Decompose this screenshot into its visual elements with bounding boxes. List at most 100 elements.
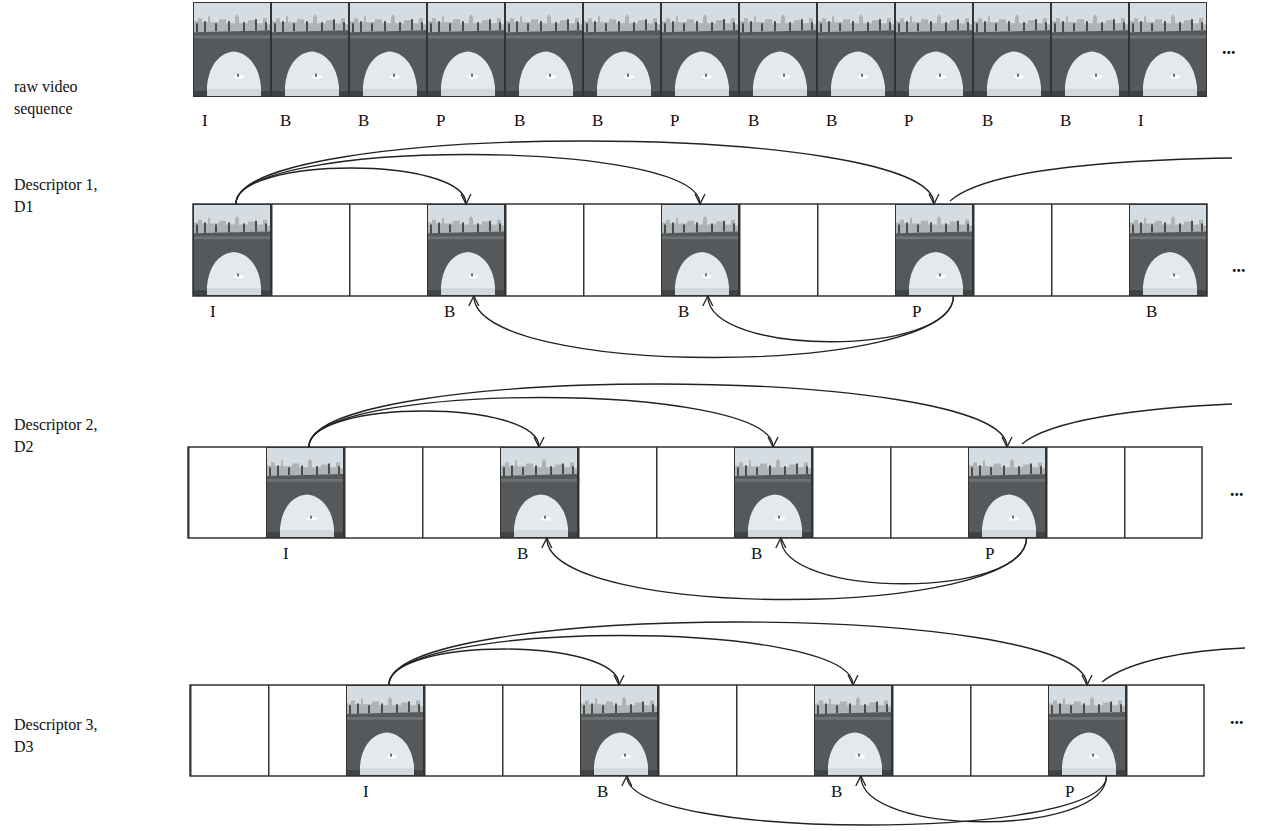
frame-type-label: B: [831, 782, 842, 801]
video-frame: P: [968, 447, 1046, 538]
bridge-photo: [968, 447, 1046, 538]
bridge-photo: [193, 2, 271, 97]
frame-type-label: P: [670, 111, 679, 130]
bridge-photo: [1048, 685, 1126, 776]
frame-type-label: B: [597, 782, 608, 801]
video-frame: B: [583, 2, 661, 97]
frame-type-label: B: [514, 111, 525, 130]
bridge-photo: [1129, 2, 1207, 97]
video-frame: B: [973, 2, 1051, 97]
video-frame: I: [193, 204, 271, 296]
frame-type-label: B: [444, 302, 455, 321]
continuation-line: [1102, 648, 1245, 682]
video-frame: B: [505, 2, 583, 97]
video-frame: B: [739, 2, 817, 97]
bridge-photo: [266, 447, 344, 538]
reference-arrow: [236, 155, 700, 205]
video-frame: B: [1051, 2, 1129, 97]
bridge-photo: [349, 2, 427, 97]
bridge-photo: [817, 2, 895, 97]
video-frame: I: [266, 447, 344, 538]
video-frame: I: [193, 2, 271, 97]
bridge-photo: [895, 204, 973, 296]
frame-type-label: B: [517, 544, 528, 563]
video-frame: B: [349, 2, 427, 97]
reference-arrow: [861, 776, 1107, 822]
frame-strip: [188, 447, 1202, 538]
bridge-photo: [661, 204, 739, 296]
bridge-photo: [193, 204, 271, 296]
row-label: Descriptor 1, D1: [14, 174, 114, 218]
continuation-dots: ...: [1230, 480, 1244, 500]
frame-type-label: P: [904, 111, 913, 130]
video-frame: B: [817, 2, 895, 97]
frame-strip: [190, 685, 1204, 776]
bridge-photo: [1129, 204, 1207, 296]
frame-type-label: B: [280, 111, 291, 130]
video-frame: I: [1129, 2, 1207, 97]
frame-type-label: P: [436, 111, 445, 130]
continuation-line: [1022, 404, 1232, 444]
reference-arrow: [389, 649, 619, 685]
frame-strip: [193, 204, 1207, 296]
continuation-dots: ...: [1232, 256, 1246, 276]
bridge-photo: [346, 685, 424, 776]
frame-type-label: P: [985, 544, 994, 563]
video-frame: I: [346, 685, 424, 776]
video-frame: B: [500, 447, 578, 538]
frame-type-label: B: [592, 111, 603, 130]
frame-type-label: I: [363, 782, 369, 801]
bridge-photo: [427, 2, 505, 97]
continuation-dots: ...: [1222, 38, 1236, 58]
frame-type-label: P: [912, 302, 921, 321]
bridge-photo: [427, 204, 505, 296]
frame-type-label: B: [982, 111, 993, 130]
bridge-photo: [500, 447, 578, 538]
frame-type-label: P: [1065, 782, 1074, 801]
continuation-dots: ...: [1230, 708, 1244, 728]
video-frame: B: [271, 2, 349, 97]
frame-type-label: I: [1138, 111, 1144, 130]
row-label: Descriptor 3, D3: [14, 714, 114, 758]
bridge-photo: [895, 2, 973, 97]
video-frame: B: [580, 685, 658, 776]
frame-type-label: B: [826, 111, 837, 130]
video-frame: B: [661, 204, 739, 296]
bridge-photo: [583, 2, 661, 97]
reference-arrow: [627, 776, 1107, 825]
reference-arrow: [474, 296, 954, 358]
frame-type-label: B: [1146, 302, 1157, 321]
frame-type-label: B: [678, 302, 689, 321]
frame-type-label: B: [751, 544, 762, 563]
bridge-photo: [580, 685, 658, 776]
row-label: Descriptor 2, D2: [14, 414, 114, 458]
video-frame: P: [427, 2, 505, 97]
video-frame: B: [427, 204, 505, 296]
video-frame: P: [895, 204, 973, 296]
frame-type-label: I: [202, 111, 208, 130]
bridge-photo: [271, 2, 349, 97]
video-frame: P: [895, 2, 973, 97]
reference-arrow: [236, 168, 466, 204]
reference-arrow: [236, 141, 934, 204]
reference-arrow: [389, 636, 853, 686]
frame-type-label: B: [748, 111, 759, 130]
video-frame: P: [661, 2, 739, 97]
frame-type-label: I: [283, 544, 289, 563]
video-frame: B: [734, 447, 812, 538]
video-frame: B: [814, 685, 892, 776]
frame-type-label: B: [358, 111, 369, 130]
bridge-photo: [1051, 2, 1129, 97]
frame-type-label: B: [1060, 111, 1071, 130]
reference-arrow: [708, 296, 954, 342]
bridge-photo: [973, 2, 1051, 97]
video-frame: P: [1048, 685, 1126, 776]
bridge-photo: [734, 447, 812, 538]
continuation-line: [950, 158, 1232, 201]
video-frame: B: [1129, 204, 1207, 296]
bridge-photo: [661, 2, 739, 97]
bridge-photo: [739, 2, 817, 97]
